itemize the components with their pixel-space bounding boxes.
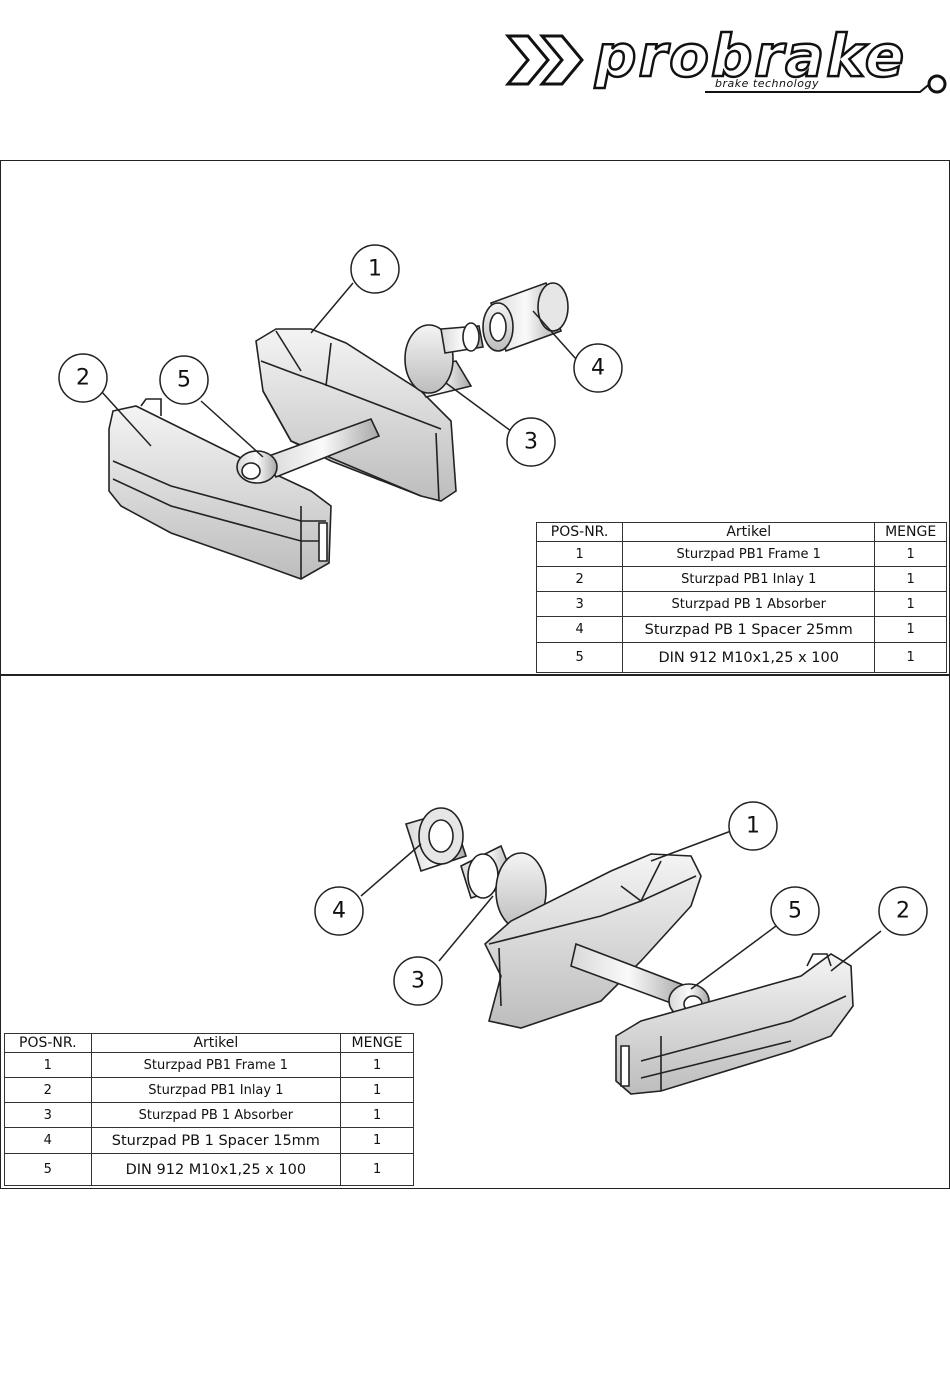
brake-line-icon xyxy=(705,74,947,94)
cell-pos: 2 xyxy=(535,566,624,592)
table-header-row: POS-NR. Artikel MENGE xyxy=(535,522,947,542)
callout-1: 1 xyxy=(746,814,760,839)
callout-5: 5 xyxy=(177,368,191,393)
cell-menge: 1 xyxy=(340,1127,414,1154)
table-row: 3 Sturzpad PB 1 Absorber 1 xyxy=(4,1102,414,1128)
cell-menge: 1 xyxy=(340,1102,414,1128)
cell-menge: 1 xyxy=(874,566,947,592)
callout-4: 4 xyxy=(332,899,346,924)
cell-artikel: Sturzpad PB1 Inlay 1 xyxy=(622,566,876,592)
part-absorber xyxy=(404,322,484,398)
callout-2: 2 xyxy=(896,899,910,924)
col-menge: MENGE xyxy=(874,522,947,542)
callout-labels: 1 2 3 4 5 xyxy=(332,814,910,994)
cell-artikel: Sturzpad PB1 Frame 1 xyxy=(622,541,876,567)
cell-artikel: DIN 912 M10x1,25 x 100 xyxy=(90,1153,342,1186)
cell-pos: 4 xyxy=(535,616,624,643)
cell-menge: 1 xyxy=(340,1052,414,1078)
callout-4: 4 xyxy=(591,356,605,381)
table-row: 4 Sturzpad PB 1 Spacer 15mm 1 xyxy=(4,1127,414,1154)
cell-menge: 1 xyxy=(874,642,947,673)
table-row: 3 Sturzpad PB 1 Absorber 1 xyxy=(535,591,947,617)
cell-pos: 4 xyxy=(4,1127,92,1154)
callout-3: 3 xyxy=(524,430,538,455)
callouts xyxy=(58,244,623,467)
col-pos: POS-NR. xyxy=(535,522,624,542)
col-menge: MENGE xyxy=(340,1033,414,1053)
cell-artikel: Sturzpad PB 1 Spacer 15mm xyxy=(90,1127,342,1154)
cell-menge: 1 xyxy=(874,616,947,643)
brand-logo: probrake brake technology xyxy=(500,21,950,102)
col-artikel: Artikel xyxy=(90,1033,342,1053)
callout-2: 2 xyxy=(76,366,90,391)
brand-tagline: brake technology xyxy=(715,77,819,90)
table-row: 2 Sturzpad PB1 Inlay 1 1 xyxy=(4,1077,414,1103)
cell-pos: 5 xyxy=(4,1153,92,1186)
part-frame xyxy=(255,328,457,502)
brand-name: probrake xyxy=(594,21,907,92)
part-bolt xyxy=(570,942,710,1019)
part-inlay xyxy=(615,953,854,1095)
table-row: 5 DIN 912 M10x1,25 x 100 1 xyxy=(535,642,947,673)
cell-pos: 5 xyxy=(535,642,624,673)
cell-artikel: Sturzpad PB1 Frame 1 xyxy=(90,1052,342,1078)
cell-pos: 3 xyxy=(535,591,624,617)
callout-labels: 1 2 3 4 5 xyxy=(76,257,605,455)
cell-menge: 1 xyxy=(340,1153,414,1186)
cell-pos: 2 xyxy=(4,1077,92,1103)
col-pos: POS-NR. xyxy=(4,1033,92,1053)
table-row: 4 Sturzpad PB 1 Spacer 25mm 1 xyxy=(535,616,947,643)
parts-list-table: POS-NR. Artikel MENGE 1 Sturzpad PB1 Fra… xyxy=(4,1033,414,1186)
part-spacer xyxy=(404,807,468,873)
parts-list-table: POS-NR. Artikel MENGE 1 Sturzpad PB1 Fra… xyxy=(535,522,947,673)
part-inlay xyxy=(108,398,332,580)
cell-pos: 1 xyxy=(535,541,624,567)
callout-3: 3 xyxy=(411,969,425,994)
cell-menge: 1 xyxy=(340,1077,414,1103)
part-spacer xyxy=(482,281,569,353)
cell-artikel: DIN 912 M10x1,25 x 100 xyxy=(622,642,876,673)
assembly-panel-25mm: 1 2 3 4 5 POS-NR. Artikel MENGE 1 Sturzp… xyxy=(0,160,950,675)
table-row: 1 Sturzpad PB1 Frame 1 1 xyxy=(4,1052,414,1078)
cell-artikel: Sturzpad PB1 Inlay 1 xyxy=(90,1077,342,1103)
cell-menge: 1 xyxy=(874,591,947,617)
cell-pos: 3 xyxy=(4,1102,92,1128)
callout-1: 1 xyxy=(368,257,382,282)
part-frame xyxy=(484,853,702,1029)
chevrons-logo-icon xyxy=(504,34,584,86)
table-row: 1 Sturzpad PB1 Frame 1 1 xyxy=(535,541,947,567)
cell-artikel: Sturzpad PB 1 Spacer 25mm xyxy=(622,616,876,643)
cell-menge: 1 xyxy=(874,541,947,567)
cell-artikel: Sturzpad PB 1 Absorber xyxy=(622,591,876,617)
col-artikel: Artikel xyxy=(622,522,876,542)
cell-artikel: Sturzpad PB 1 Absorber xyxy=(90,1102,342,1128)
callout-5: 5 xyxy=(788,899,802,924)
table-row: 2 Sturzpad PB1 Inlay 1 1 xyxy=(535,566,947,592)
exploded-view-drawing: 1 2 3 4 5 xyxy=(58,244,623,580)
assembly-panel-15mm: 1 2 3 4 5 POS-NR. Artikel MENGE 1 Sturzp… xyxy=(0,675,950,1189)
callouts xyxy=(314,801,928,1006)
cell-pos: 1 xyxy=(4,1052,92,1078)
table-header-row: POS-NR. Artikel MENGE xyxy=(4,1033,414,1053)
table-row: 5 DIN 912 M10x1,25 x 100 1 xyxy=(4,1153,414,1186)
exploded-view-drawing: 1 2 3 4 5 xyxy=(314,801,928,1095)
